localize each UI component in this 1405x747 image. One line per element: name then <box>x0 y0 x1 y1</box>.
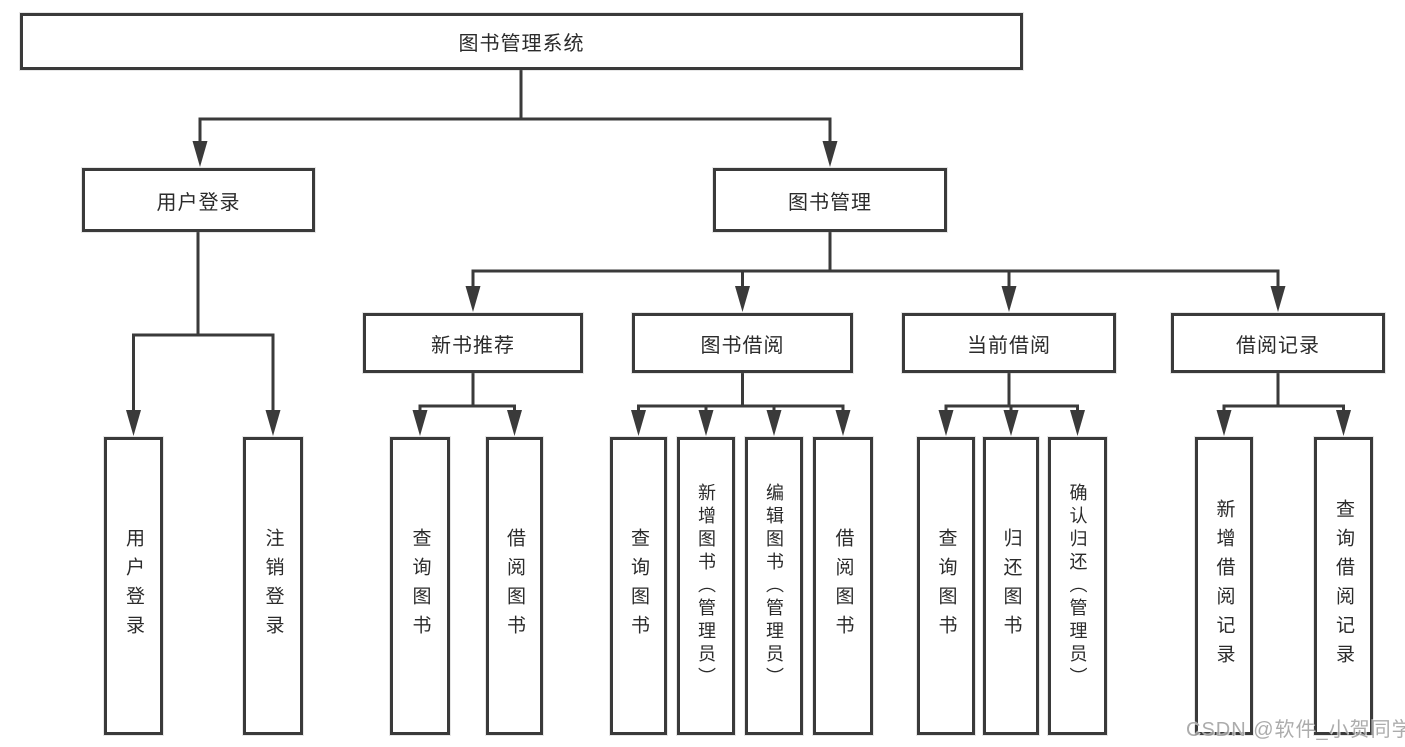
leaf-query-borrow-record: 查询借阅记录 <box>1314 437 1373 735</box>
node-label: 新书推荐 <box>431 334 515 357</box>
node-label: 用户登录 <box>156 191 241 214</box>
leaf-label: 查询图书 <box>628 528 649 644</box>
leaf-query-books-current: 查询图书 <box>917 437 975 735</box>
leaf-borrow-books-recommend: 借阅图书 <box>486 437 543 735</box>
leaf-borrow-books: 借阅图书 <box>813 437 873 735</box>
leaf-label: 注销登录 <box>262 528 284 644</box>
leaf-label: 查询图书 <box>409 528 431 644</box>
leaf-label: 编辑图书（管理员） <box>764 482 784 690</box>
leaf-label: 新增图书（管理员） <box>696 482 716 690</box>
leaf-label: 查询借阅记录 <box>1333 499 1354 673</box>
node-label: 借阅记录 <box>1236 334 1320 357</box>
node-label: 图书管理 <box>788 191 872 214</box>
leaf-add-borrow-record: 新增借阅记录 <box>1195 437 1253 735</box>
node-new-book-recommend: 新书推荐 <box>363 313 583 373</box>
leaf-label: 新增借阅记录 <box>1213 499 1235 673</box>
watermark: CSDN @软件_小贺同学 <box>1186 719 1405 741</box>
leaf-confirm-return-admin: 确认归还（管理员） <box>1048 437 1107 735</box>
leaf-label: 归还图书 <box>1000 528 1022 644</box>
node-user-login: 用户登录 <box>82 168 315 232</box>
node-book-borrow: 图书借阅 <box>632 313 853 373</box>
leaf-label: 用户登录 <box>123 528 144 644</box>
leaf-user-login: 用户登录 <box>104 437 163 735</box>
node-book-management: 图书管理 <box>713 168 947 232</box>
leaf-label: 查询图书 <box>935 528 957 644</box>
node-label: 当前借阅 <box>967 334 1051 357</box>
leaf-query-books-borrow: 查询图书 <box>610 437 667 735</box>
node-current-borrow: 当前借阅 <box>902 313 1116 373</box>
leaf-label: 借阅图书 <box>504 528 525 644</box>
leaf-add-book-admin: 新增图书（管理员） <box>677 437 735 735</box>
leaf-label: 借阅图书 <box>832 528 854 644</box>
node-library-management-system: 图书管理系统 <box>20 13 1023 70</box>
node-label: 图书借阅 <box>700 334 785 357</box>
leaf-logout: 注销登录 <box>243 437 303 735</box>
node-borrow-records: 借阅记录 <box>1171 313 1385 373</box>
leaf-return-book: 归还图书 <box>983 437 1039 735</box>
leaf-edit-book-admin: 编辑图书（管理员） <box>745 437 803 735</box>
leaf-query-books-recommend: 查询图书 <box>390 437 450 735</box>
node-label: 图书管理系统 <box>458 33 585 55</box>
leaf-label: 确认归还（管理员） <box>1067 482 1088 690</box>
